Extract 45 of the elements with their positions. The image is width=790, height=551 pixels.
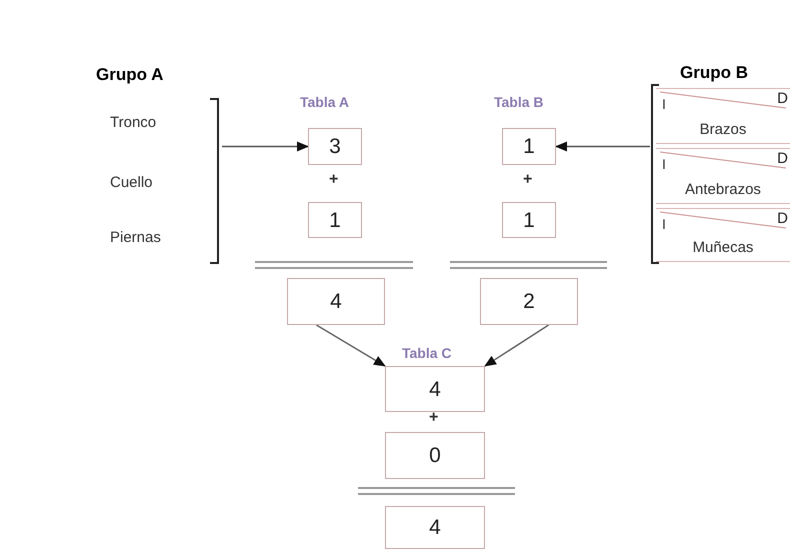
score-box bbox=[308, 128, 362, 165]
score-value: 4 bbox=[429, 517, 441, 538]
right-side-label: D bbox=[777, 211, 788, 226]
table-heading: Tabla A bbox=[300, 93, 350, 112]
right-side-label: D bbox=[777, 151, 788, 166]
arrow bbox=[222, 142, 309, 152]
score-box bbox=[502, 202, 556, 238]
score-value: 4 bbox=[429, 378, 441, 400]
segment-label: Tronco bbox=[110, 113, 156, 133]
left-side-label: I bbox=[662, 97, 666, 111]
plus-sign: + bbox=[523, 172, 532, 188]
arrow bbox=[316, 324, 386, 367]
score-box bbox=[385, 366, 485, 412]
score-box bbox=[287, 278, 385, 325]
segment-row bbox=[656, 88, 790, 144]
score-value: 1 bbox=[329, 210, 341, 230]
segment-label: Cuello bbox=[110, 173, 153, 193]
right-side-label: D bbox=[777, 91, 788, 106]
score-box bbox=[308, 202, 362, 238]
arrow bbox=[484, 324, 549, 367]
left-side-label: I bbox=[662, 157, 666, 171]
score-box bbox=[385, 506, 485, 549]
plus-sign: + bbox=[429, 410, 438, 426]
arrow bbox=[555, 142, 650, 152]
segment-label: Antebrazos bbox=[684, 182, 762, 197]
score-box bbox=[480, 278, 578, 325]
group-heading: Grupo B bbox=[680, 62, 748, 84]
score-value: 3 bbox=[329, 136, 341, 157]
table-heading: Tabla B bbox=[494, 93, 544, 112]
segment-label: Piernas bbox=[110, 228, 161, 248]
left-side-label: I bbox=[662, 217, 666, 231]
plus-sign: + bbox=[329, 172, 338, 188]
group-heading: Grupo A bbox=[96, 64, 164, 86]
score-value: 4 bbox=[330, 291, 342, 312]
score-box bbox=[502, 128, 556, 165]
segment-row bbox=[656, 208, 790, 262]
segment-label: Brazos bbox=[698, 122, 748, 137]
score-box bbox=[385, 432, 485, 479]
segment-row bbox=[656, 148, 790, 204]
score-value: 0 bbox=[429, 445, 441, 466]
score-value: 1 bbox=[523, 136, 535, 157]
segment-label: Muñecas bbox=[692, 240, 754, 255]
table-heading: Tabla C bbox=[402, 344, 452, 363]
score-value: 1 bbox=[523, 210, 535, 230]
score-value: 2 bbox=[523, 291, 535, 312]
